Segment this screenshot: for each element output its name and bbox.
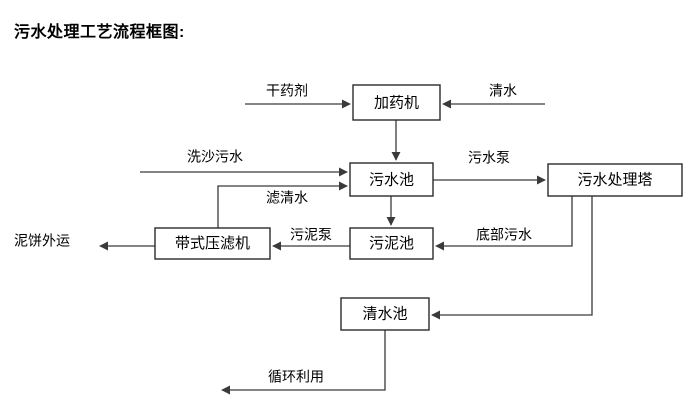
node-dosing-machine[interactable]: 加药机 [352,84,441,121]
edge-label-recycle-reuse: 循环利用 [268,369,324,385]
edge-filtered-water-to-wastewater-pool [217,181,348,228]
node-sludge-pool-label: 污泥池 [369,235,414,252]
edge-clean-water-pool-to-recycle [221,330,386,395]
edge-label-bottom-sewage: 底部污水 [476,227,532,243]
node-treatment-tower-box [547,163,683,197]
node-wastewater-pool-label: 污水池 [369,171,414,188]
edge-label-dry-chemical: 干药剂 [266,83,308,99]
edge-label-sewage-pump: 污水泵 [468,150,510,166]
node-belt-filter-press-box [154,227,271,260]
node-clean-water-pool-label: 清水池 [362,305,407,322]
node-clean-water-pool-box [340,297,430,331]
node-sludge-pool[interactable]: 污泥池 [349,227,434,260]
node-wastewater-pool[interactable]: 污水池 [349,162,434,197]
node-dosing-machine-box [352,84,441,121]
edge-label-sludge-pump: 污泥泵 [290,227,332,243]
edge-treatment-tower-to-clean-water-pool [431,196,593,320]
terminal-label-mud-cake-out: 泥饼外运 [14,233,70,249]
edge-label-clean-water-in: 清水 [489,83,517,99]
node-belt-filter-press[interactable]: 带式压滤机 [154,227,271,260]
node-treatment-tower-label: 污水处理塔 [577,171,652,188]
page-title: 污水处理工艺流程框图: [14,24,185,41]
node-sludge-pool-box [349,227,434,260]
edge-label-sand-wash-sewage: 洗沙污水 [187,149,243,165]
node-treatment-tower[interactable]: 污水处理塔 [547,163,683,197]
edge-label-filtered-water: 滤清水 [266,190,308,206]
edge-bottom-sewage-to-sludge-pool [435,196,573,251]
node-wastewater-pool-box [349,162,434,197]
node-belt-filter-press-label: 带式压滤机 [175,235,250,252]
node-clean-water-pool[interactable]: 清水池 [340,297,430,331]
node-dosing-machine-label: 加药机 [374,94,419,111]
